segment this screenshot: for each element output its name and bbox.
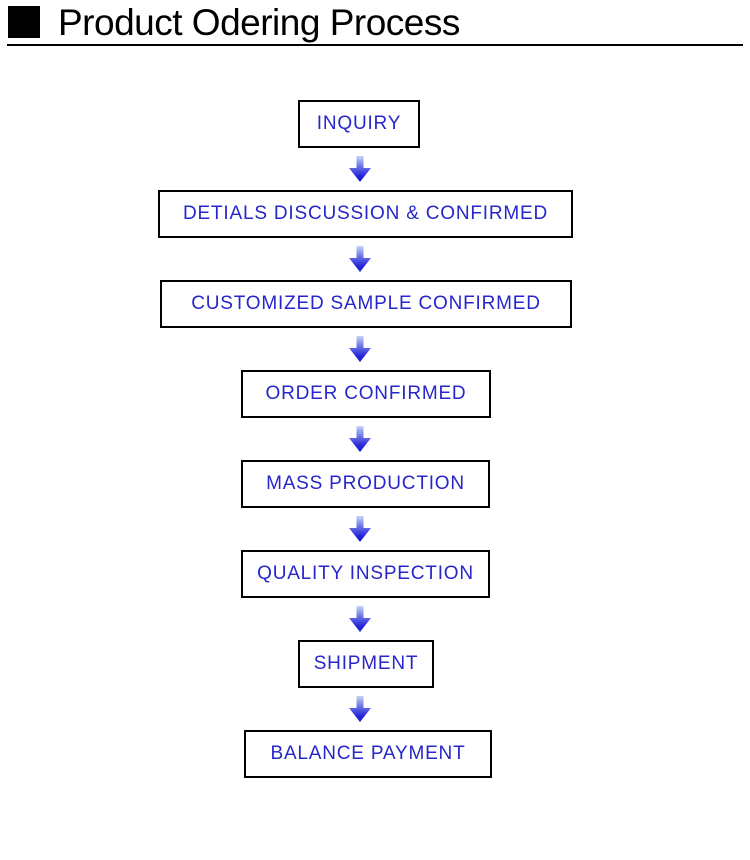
down-arrow-icon bbox=[349, 336, 371, 362]
flow-step-label: DETIALS DISCUSSION & CONFIRMED bbox=[183, 203, 548, 224]
down-arrow-icon bbox=[349, 156, 371, 182]
flow-step-label: QUALITY INSPECTION bbox=[257, 563, 474, 584]
black-square-icon bbox=[8, 6, 40, 38]
flow-step-customized-sample-confirmed: CUSTOMIZED SAMPLE CONFIRMED bbox=[160, 280, 572, 328]
down-arrow-icon bbox=[349, 696, 371, 722]
flow-step-quality-inspection: QUALITY INSPECTION bbox=[241, 550, 490, 598]
down-arrow-icon bbox=[349, 516, 371, 542]
flow-step-shipment: SHIPMENT bbox=[298, 640, 434, 688]
flow-step-details-discussion: DETIALS DISCUSSION & CONFIRMED bbox=[158, 190, 573, 238]
flow-step-balance-payment: BALANCE PAYMENT bbox=[244, 730, 492, 778]
down-arrow-icon bbox=[349, 426, 371, 452]
flow-step-label: INQUIRY bbox=[316, 113, 402, 134]
header-divider bbox=[7, 44, 743, 46]
flow-step-label: BALANCE PAYMENT bbox=[270, 743, 466, 764]
flow-step-label: SHIPMENT bbox=[313, 653, 419, 674]
down-arrow-icon bbox=[349, 246, 371, 272]
flow-step-mass-production: MASS PRODUCTION bbox=[241, 460, 490, 508]
flow-step-label: MASS PRODUCTION bbox=[266, 473, 465, 494]
flow-step-inquiry: INQUIRY bbox=[298, 100, 420, 148]
flow-step-label: CUSTOMIZED SAMPLE CONFIRMED bbox=[191, 293, 541, 314]
flow-step-label: ORDER CONFIRMED bbox=[265, 383, 467, 404]
down-arrow-icon bbox=[349, 606, 371, 632]
page-title: Product Odering Process bbox=[58, 2, 460, 43]
flow-step-order-confirmed: ORDER CONFIRMED bbox=[241, 370, 491, 418]
